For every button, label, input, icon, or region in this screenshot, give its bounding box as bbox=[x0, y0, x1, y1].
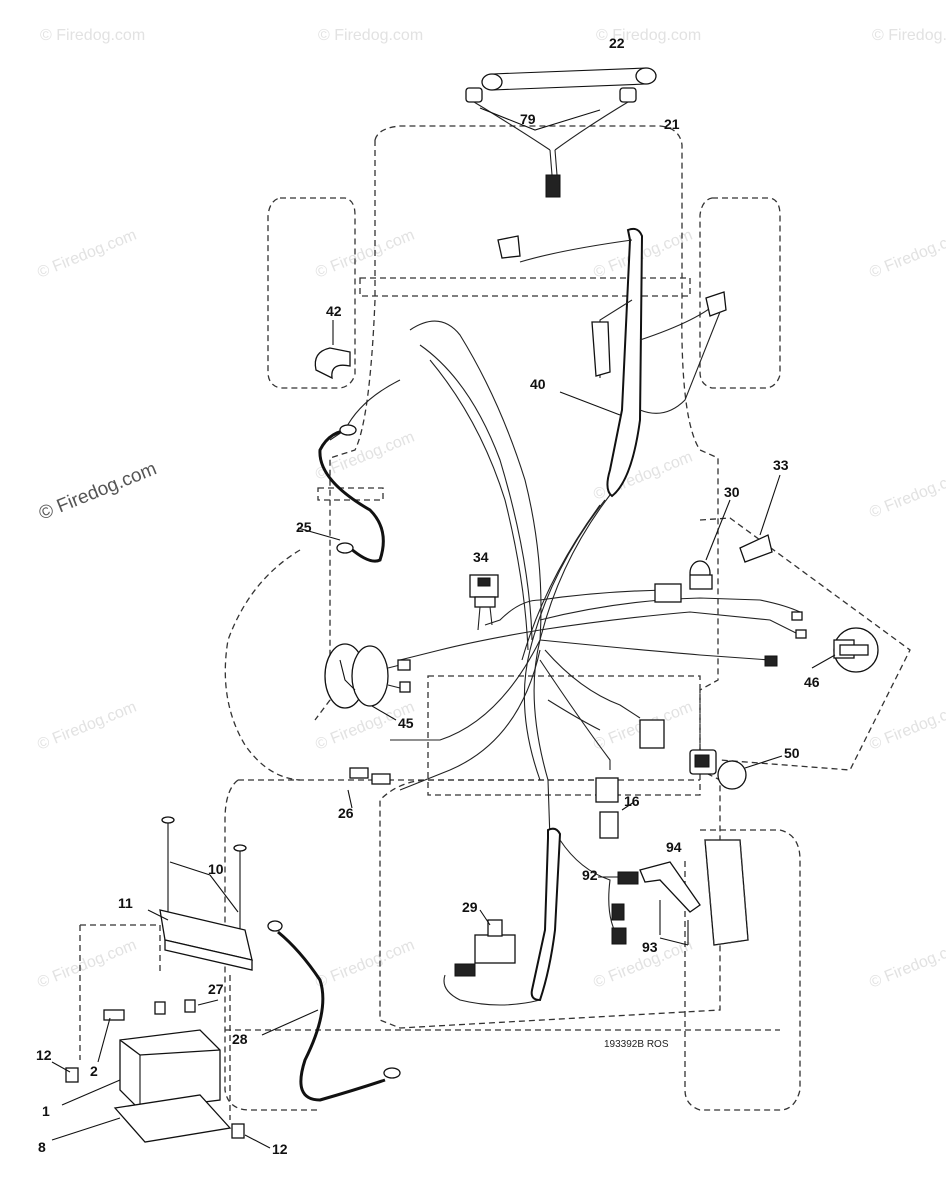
part-50-switch bbox=[689, 749, 783, 790]
watermarks: © Firedog.com © Firedog.com © Firedog.co… bbox=[35, 27, 946, 992]
watermark: © Firedog.com bbox=[35, 699, 139, 754]
part-45-gauge bbox=[324, 643, 411, 709]
headlight-assembly bbox=[465, 67, 657, 198]
part-46-hourmeter bbox=[764, 611, 879, 673]
watermark: © Firedog.com bbox=[313, 937, 417, 992]
callout-40: 40 bbox=[530, 376, 546, 392]
watermark: © Firedog.com bbox=[35, 937, 139, 992]
callout-93: 93 bbox=[642, 939, 658, 955]
callout-22: 22 bbox=[609, 35, 625, 51]
watermark: © Firedog.com bbox=[40, 27, 145, 44]
callout-27: 27 bbox=[208, 981, 224, 997]
part-92-94 bbox=[559, 839, 749, 946]
callout-2: 2 bbox=[90, 1063, 98, 1079]
callout-labels: 22 21 79 42 40 33 30 25 34 46 45 50 26 1… bbox=[36, 35, 820, 1157]
callout-92: 92 bbox=[582, 867, 598, 883]
callout-leaders bbox=[297, 391, 836, 878]
part-42-clip bbox=[314, 320, 351, 380]
callout-26: 26 bbox=[338, 805, 354, 821]
callout-45: 45 bbox=[398, 715, 414, 731]
callout-12-right: 12 bbox=[272, 1141, 288, 1157]
lower-harness bbox=[443, 827, 562, 1006]
callout-8: 8 bbox=[38, 1139, 46, 1155]
part-26-terminal bbox=[347, 767, 391, 809]
part-25-cable bbox=[318, 424, 385, 563]
wiring-bundle bbox=[329, 320, 801, 841]
callout-25: 25 bbox=[296, 519, 312, 535]
callout-1: 1 bbox=[42, 1103, 50, 1119]
watermark: © Firedog.com bbox=[591, 227, 695, 282]
watermark: © Firedog.com bbox=[867, 227, 946, 282]
watermark: © Firedog.com bbox=[35, 227, 139, 282]
part-34-switch bbox=[469, 574, 499, 631]
callout-46: 46 bbox=[804, 674, 820, 690]
callout-50: 50 bbox=[784, 745, 800, 761]
callout-34: 34 bbox=[473, 549, 489, 565]
part-30-ignition bbox=[689, 499, 731, 590]
callout-29: 29 bbox=[462, 899, 478, 915]
callout-30: 30 bbox=[724, 484, 740, 500]
callout-94: 94 bbox=[666, 839, 682, 855]
callout-10: 10 bbox=[208, 861, 224, 877]
callout-33: 33 bbox=[773, 457, 789, 473]
callout-28: 28 bbox=[232, 1031, 248, 1047]
callout-11: 11 bbox=[118, 895, 133, 911]
watermark: © Firedog.com bbox=[313, 227, 417, 282]
drawing-number: 193392B ROS bbox=[604, 1039, 669, 1050]
callout-42: 42 bbox=[326, 303, 342, 319]
watermark: © Firedog.com bbox=[596, 27, 701, 44]
callout-21: 21 bbox=[664, 116, 680, 132]
watermark: © Firedog.com bbox=[591, 449, 695, 504]
watermark: © Firedog.com bbox=[867, 937, 946, 992]
part-33-module bbox=[739, 474, 781, 563]
harness-40 bbox=[497, 227, 727, 498]
watermark: © Firedog.com bbox=[872, 27, 946, 44]
watermark: © Firedog.com bbox=[318, 27, 423, 44]
callout-16: 16 bbox=[624, 793, 640, 809]
watermark-main: © Firedog.com bbox=[36, 458, 160, 524]
watermark: © Firedog.com bbox=[867, 467, 946, 522]
callout-12-left: 12 bbox=[36, 1047, 52, 1063]
callout-79: 79 bbox=[520, 111, 536, 127]
connectors bbox=[595, 583, 682, 839]
tractor-outline bbox=[224, 125, 911, 1111]
watermark: © Firedog.com bbox=[867, 699, 946, 754]
battery-group bbox=[51, 816, 401, 1149]
